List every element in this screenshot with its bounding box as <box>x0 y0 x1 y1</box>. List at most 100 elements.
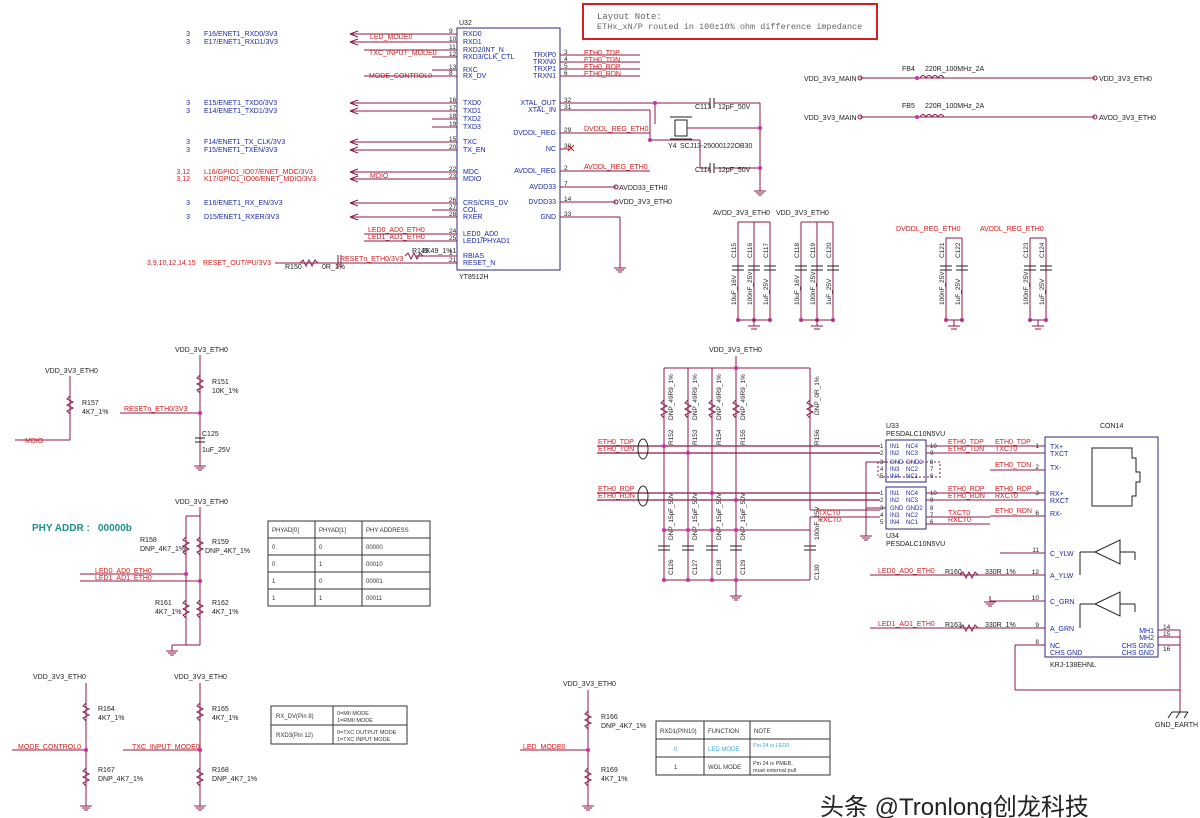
u32-left-pin-num: 22 <box>449 166 457 173</box>
mode-table-cell: 0=TXC OUTPUT MODE <box>337 730 397 736</box>
mdio-vdd: VDD_3V3_ETH0 <box>45 368 98 375</box>
fb4-ref: FB4 <box>902 66 915 73</box>
cap-value: 100nF_25V <box>939 271 946 305</box>
u32-right-pin-num: 14 <box>564 196 572 203</box>
u34-rdn-net: ETH0_RDN <box>948 493 985 500</box>
r165-value: 4K7_1% <box>212 715 238 722</box>
esd-txct-net: TXCT0 <box>818 510 840 517</box>
mcu-net-label: D15/ENET1_RXER/3V3 <box>204 214 279 221</box>
u33-tdn-net: ETH0_TDN <box>948 446 984 453</box>
u32-left-pin-name: TXD0 <box>463 100 481 107</box>
y4-ref: Y4 <box>668 143 677 150</box>
strap-mode-control-net: MODE_CONTROL0 <box>18 744 81 751</box>
u32-right-pin-name: XTAL_IN <box>528 107 556 114</box>
con14-pin-name: C_GRN <box>1050 599 1075 606</box>
mcu-net-label: E16/ENET1_RX_EN/3V3 <box>204 200 283 207</box>
junction <box>710 528 714 532</box>
u34-pin-num: 3 <box>880 506 884 512</box>
strap1-vdd: VDD_3V3_ETH0 <box>33 674 86 681</box>
u32-left-pin-num: 25 <box>449 235 457 242</box>
rail-avdd33: AVDD_3V3_ETH0 <box>713 210 770 217</box>
c125-value: 1uF_25V <box>202 447 231 454</box>
u33-pin-num: 4 <box>880 467 884 473</box>
u34-pin-name: NC2 <box>906 513 919 519</box>
cap-ref: C119 <box>810 243 817 258</box>
u34-pin-num: 5 <box>880 520 884 526</box>
cap-value: 1uF_25V <box>955 278 962 305</box>
u33-pin-name: NC1 <box>906 474 919 480</box>
fb4-output-net: VDD_3V3_ETH0 <box>1099 76 1152 83</box>
rail-vdd33: VDD_3V3_ETH0 <box>776 210 829 217</box>
u32-left-pin-name: MDC <box>463 169 479 176</box>
cap-value: 100nF_25V <box>1023 271 1030 305</box>
u32-right-pin-num: 7 <box>564 181 568 188</box>
net-vdd33-u32: VDD_3V3_ETH0 <box>619 199 672 206</box>
u33-pin-name: GND2 <box>906 460 923 466</box>
u34-pin-num: 7 <box>930 513 934 519</box>
u33-pin-name: NC2 <box>906 467 919 473</box>
cap-ref: C115 <box>731 243 738 258</box>
phy-table-cell: 00000 <box>366 545 383 551</box>
esd-resistor-ref: R155 <box>740 429 747 445</box>
u33-pin-num: 3 <box>880 460 884 466</box>
u32-left-pin-num: 23 <box>449 173 457 180</box>
decoupling: AVDD_3V3_ETH0 VDD_3V3_ETH0 DVDDL_REG_ETH… <box>713 210 1044 233</box>
con14-pin-name: A_YLW <box>1050 573 1074 580</box>
esd-cap-value: DNP_15pF_50V <box>668 492 675 540</box>
u34-ref: U34 <box>886 533 899 540</box>
con-rdn-net: ETH0_RDN <box>995 508 1032 515</box>
con14-ref: CON14 <box>1100 423 1123 430</box>
con14-pin-num: 6 <box>1035 510 1039 517</box>
u32-left-pin-num: 11 <box>449 44 456 51</box>
esd-cap-ref: C130 <box>814 564 821 580</box>
u32-left-pin-num: 16 <box>449 97 457 104</box>
r158-value: DNP_4K7_1% <box>140 546 185 553</box>
phy-table-header: PHY ADDRESS <box>366 528 409 534</box>
junction <box>662 444 666 448</box>
u32-right-pin-name: TRXP0 <box>533 52 556 59</box>
phy-table-cell: 00001 <box>366 579 383 585</box>
u32-right-pin-num: 2 <box>564 165 568 172</box>
reset-net: RESETn_ETH0/3V3 <box>124 406 188 413</box>
u32-left-pin-num: 1 <box>449 250 453 257</box>
junction <box>662 528 666 532</box>
net-page-ref: 3 <box>186 214 190 221</box>
net-mdio: MDIO <box>370 173 389 180</box>
u32-left-pin-num: 19 <box>449 121 457 128</box>
esd-cap-ref: C126 <box>668 559 675 575</box>
u32-right-wiring: ETH0_TDP ETH0_TDN ETH0_RDP ETH0_RDN DVDD… <box>560 50 767 273</box>
cap-ref: C120 <box>826 242 833 258</box>
con14-pin-num: 11 <box>1032 547 1039 554</box>
u33-pin-num: 5 <box>880 474 884 480</box>
u32-left-pin-num: 20 <box>449 144 457 151</box>
esd-resistor <box>731 399 741 419</box>
mcu-net-label: K17/GPIO1_IO06/ENET_MDIO/3V3 <box>204 176 316 183</box>
esd-resistor-value: DNP_49R9_1% <box>692 374 699 420</box>
u32-right-pins: 3TRXP04TRXN05TRXP16TRXN132XTAL_OUT31XTAL… <box>513 49 571 221</box>
phyaddr-vdd: VDD_3V3_ETH0 <box>175 499 228 506</box>
r164-ref: R164 <box>98 706 115 713</box>
r161-ref: R161 <box>155 600 172 607</box>
con-led1-net: LED1_AD1_ETH0 <box>878 621 935 628</box>
u32-left-pin-name: MDIO <box>463 176 482 183</box>
u32-left-pin-name: TX_EN <box>463 147 486 154</box>
con14-pin-num: 15 <box>1163 631 1171 638</box>
cap-ref: C116 <box>747 243 754 258</box>
r160-ref: R160 <box>945 569 962 576</box>
mcu-net-label: F16/ENET1_RXD0/3V3 <box>204 31 278 38</box>
esd-vdd: VDD_3V3_ETH0 <box>709 347 762 354</box>
led-table-header: RXD1(PIN10) <box>660 729 697 735</box>
net-page-ref: 3 <box>186 100 190 107</box>
net-eth0-tdn-u32: ETH0_TDN <box>584 57 620 64</box>
con14-pin-name: CHS GND <box>1122 643 1154 650</box>
con14-pin-num: 12 <box>1032 569 1040 576</box>
u34-pin-name: IN3 <box>890 513 900 519</box>
u34-pin-num: 10 <box>930 491 937 497</box>
u32-left-pin-name: RXC <box>463 67 478 74</box>
u32-left-pin-num: 15 <box>449 136 457 143</box>
r157-ref: R157 <box>82 400 99 407</box>
led-table-cell: must external pull <box>753 768 796 774</box>
u32-left-pin-name: RXD1 <box>463 39 482 46</box>
u34-txct-net: TXCT0 <box>948 510 970 517</box>
